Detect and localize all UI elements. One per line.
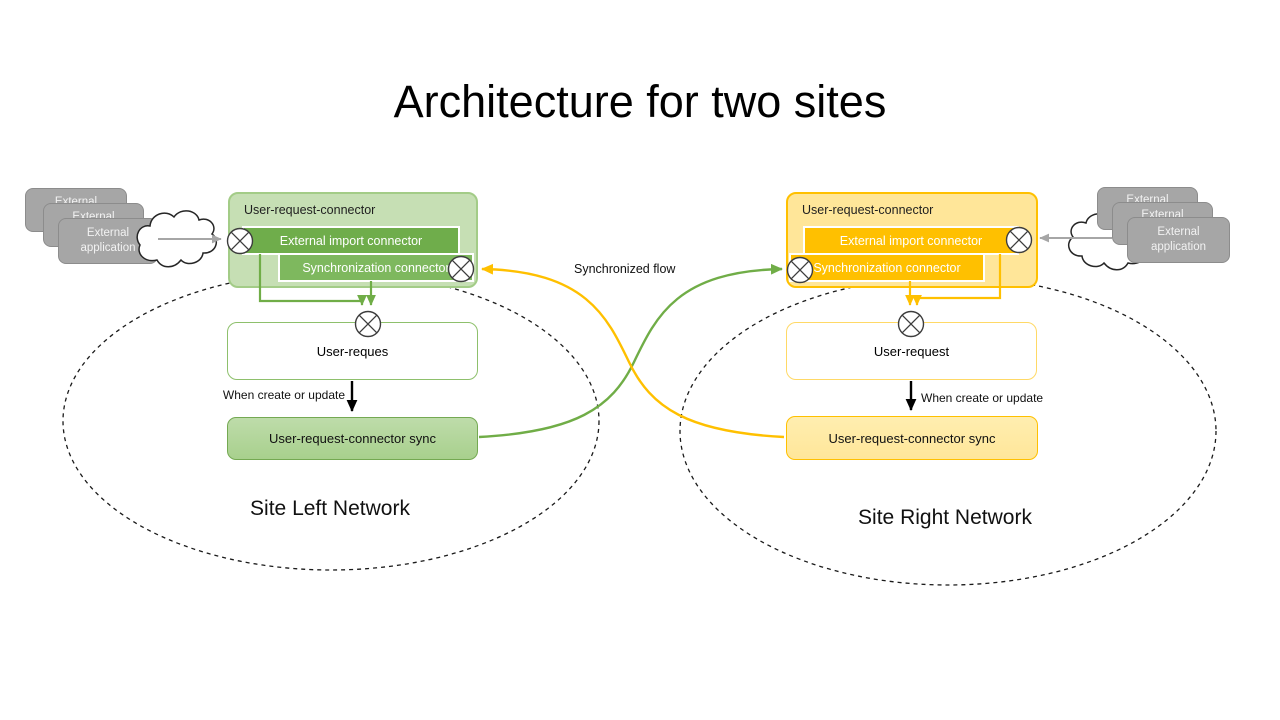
- user-request-entity-box: User-reques: [227, 322, 478, 380]
- synchronization-connector: Synchronization connector: [789, 253, 985, 282]
- user-request-connector-sync-box: User-request-connector sync: [227, 417, 478, 460]
- synchronized-flow-label: Synchronized flow: [574, 262, 676, 276]
- trigger-label: When create or update: [222, 388, 345, 402]
- page-title: Architecture for two sites: [393, 76, 887, 127]
- site-network-label: Site Left Network: [250, 497, 410, 520]
- user-request-connector-sync-box: User-request-connector sync: [786, 416, 1038, 460]
- external-import-connector: External import connector: [803, 226, 1019, 255]
- external-app-box: External application: [1127, 217, 1230, 263]
- user-request-entity-box: User-request: [786, 322, 1037, 380]
- external-import-connector: External import connector: [242, 226, 460, 255]
- sync-flow-gold-curve: [481, 263, 785, 439]
- site-network-label: Site Right Network: [858, 506, 1032, 529]
- connector-group-title: User-request-connector: [244, 203, 376, 217]
- connector-group-title: User-request-connector: [802, 203, 934, 217]
- synchronization-connector: Synchronization connector: [278, 253, 474, 282]
- external-app-box: External application: [58, 218, 158, 264]
- trigger-label: When create or update: [921, 391, 1044, 405]
- sync-flow-green-curve: [478, 263, 783, 439]
